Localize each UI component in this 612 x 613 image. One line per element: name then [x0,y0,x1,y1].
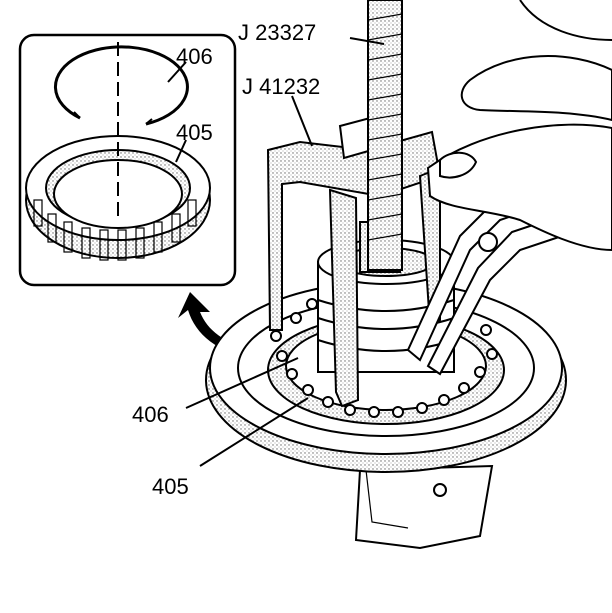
label-j23327: J 23327 [238,20,316,45]
inset-snap-ring [53,45,189,126]
removal-arrow [178,292,262,362]
label-main-406: 406 [132,402,169,427]
technician-hand [426,0,612,252]
label-main-405: 405 [152,474,189,499]
leader-inset-406 [167,61,187,83]
leader-j23327 [349,37,385,45]
screw-j23327 [367,0,403,271]
leader-j41232 [291,95,313,147]
leader-main-406 [185,357,299,409]
leader-inset-405 [175,139,187,163]
inset-panel: 406 405 [18,33,237,287]
label-inset-405: 405 [176,120,213,145]
label-inset-406: 406 [176,44,213,69]
bearing-rollers-ring [270,298,498,418]
leader-main-405 [199,397,309,467]
label-j41232: J 41232 [242,74,320,99]
